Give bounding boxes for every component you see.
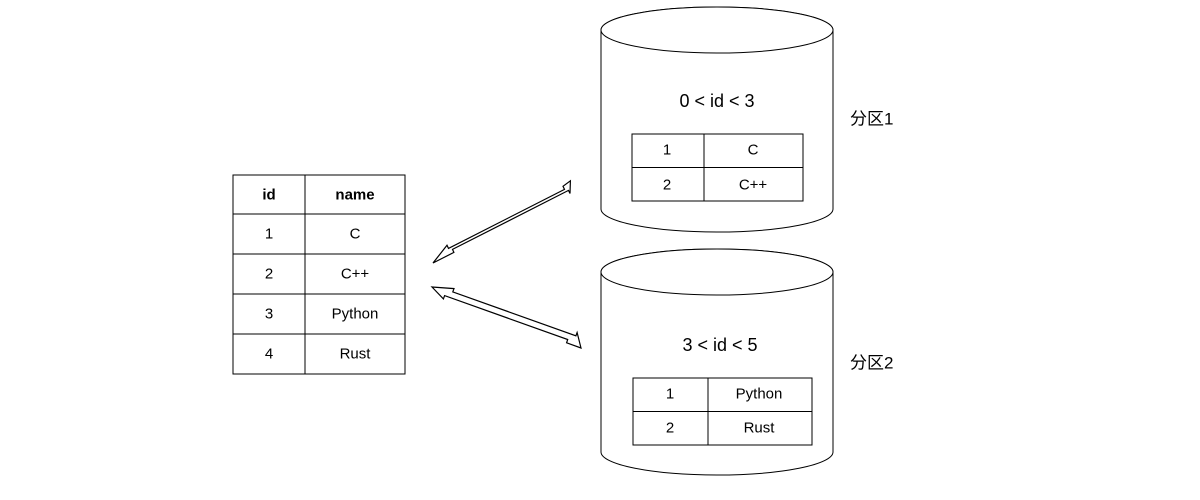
double-arrow-to-partition-1 — [432, 179, 572, 264]
table-cell-id: 1 — [663, 142, 671, 159]
table-cell-id: 2 — [663, 177, 671, 194]
table-cell-name: Python — [332, 306, 379, 323]
table-cell-id: 2 — [265, 266, 273, 283]
table-cell-name: Rust — [340, 346, 372, 363]
partition-2-condition: 3 < id < 5 — [682, 335, 757, 355]
table-cell-name: C++ — [739, 177, 768, 194]
partition-2-label: 分区2 — [850, 354, 893, 373]
partition-1-table: 1 C 2 C++ — [631, 133, 804, 202]
table-cell-id: 2 — [666, 420, 674, 437]
table-cell-id: 1 — [666, 386, 674, 403]
partition-2-cylinder: 3 < id < 5 1 Python 2 Rust — [600, 248, 834, 476]
header-name: name — [335, 187, 374, 204]
table-cell-id: 3 — [265, 306, 273, 323]
partition-1-condition: 0 < id < 3 — [679, 91, 754, 111]
source-table: id name 1 C 2 C++ 3 Python 4 Rust — [232, 174, 406, 375]
table-cell-name: Rust — [744, 420, 776, 437]
table-cell-name: C++ — [341, 266, 370, 283]
double-arrow-to-partition-2 — [430, 286, 582, 349]
header-id: id — [262, 187, 275, 204]
partition-1-cylinder: 0 < id < 3 1 C 2 C++ — [600, 6, 834, 233]
table-cell-name: C — [748, 142, 759, 159]
partition-1-label: 分区1 — [850, 110, 893, 129]
table-cell-id: 4 — [265, 346, 273, 363]
table-cell-name: Python — [736, 386, 783, 403]
partition-2-table: 1 Python 2 Rust — [632, 377, 813, 446]
table-cell-name: C — [350, 226, 361, 243]
table-cell-id: 1 — [265, 226, 273, 243]
